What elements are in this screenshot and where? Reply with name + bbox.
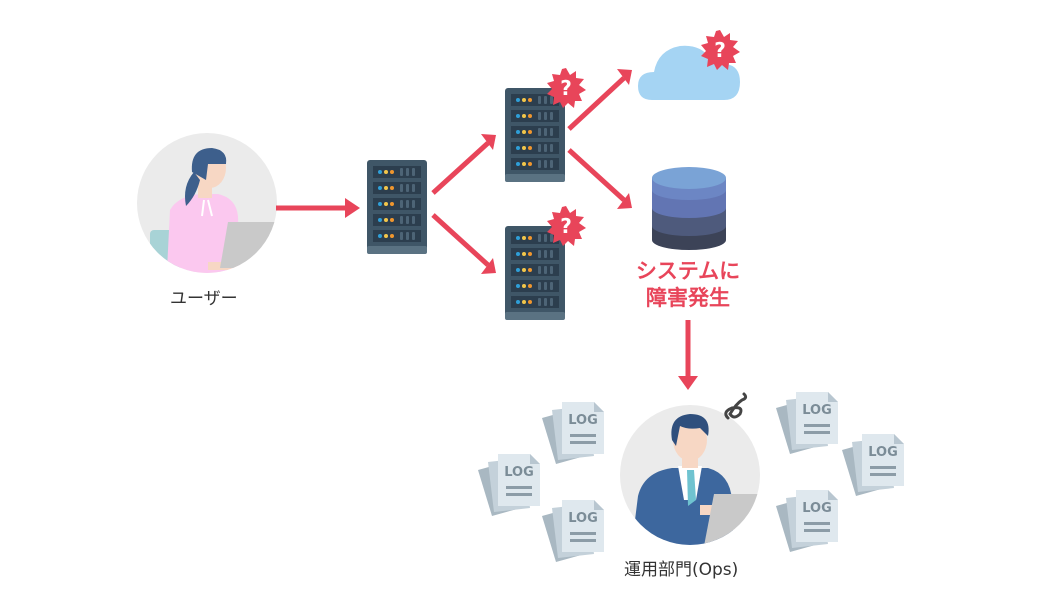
arrow-alert-to-ops bbox=[678, 320, 698, 390]
log-stack-icon bbox=[776, 490, 838, 552]
alert-line-2: 障害発生 bbox=[646, 286, 730, 310]
alert-line-1: システムに bbox=[635, 259, 741, 283]
log-stack-icon bbox=[542, 500, 604, 562]
user-label: ユーザー bbox=[170, 289, 238, 309]
arrow-user-to-lb bbox=[276, 198, 360, 218]
log-stack-icon bbox=[478, 454, 540, 516]
arrow-server-to-db bbox=[567, 148, 632, 209]
system-failure-alert: システムに 障害発生 bbox=[618, 258, 758, 312]
ops-label: 運用部門(Ops) bbox=[624, 560, 739, 580]
log-stack-icon bbox=[776, 392, 838, 454]
arrow-lb-to-server-bottom bbox=[431, 213, 496, 274]
load-balancer-server-icon bbox=[367, 160, 427, 254]
arrow-server-to-cloud bbox=[567, 69, 632, 131]
arrows bbox=[276, 69, 698, 390]
confused-swirl-icon bbox=[724, 392, 748, 420]
arrow-lb-to-server-top bbox=[431, 134, 496, 195]
log-stack-icon bbox=[842, 434, 904, 496]
database-icon bbox=[652, 167, 726, 250]
ops-avatar bbox=[620, 405, 760, 545]
user-avatar bbox=[137, 133, 277, 273]
log-stack-icon bbox=[542, 402, 604, 464]
